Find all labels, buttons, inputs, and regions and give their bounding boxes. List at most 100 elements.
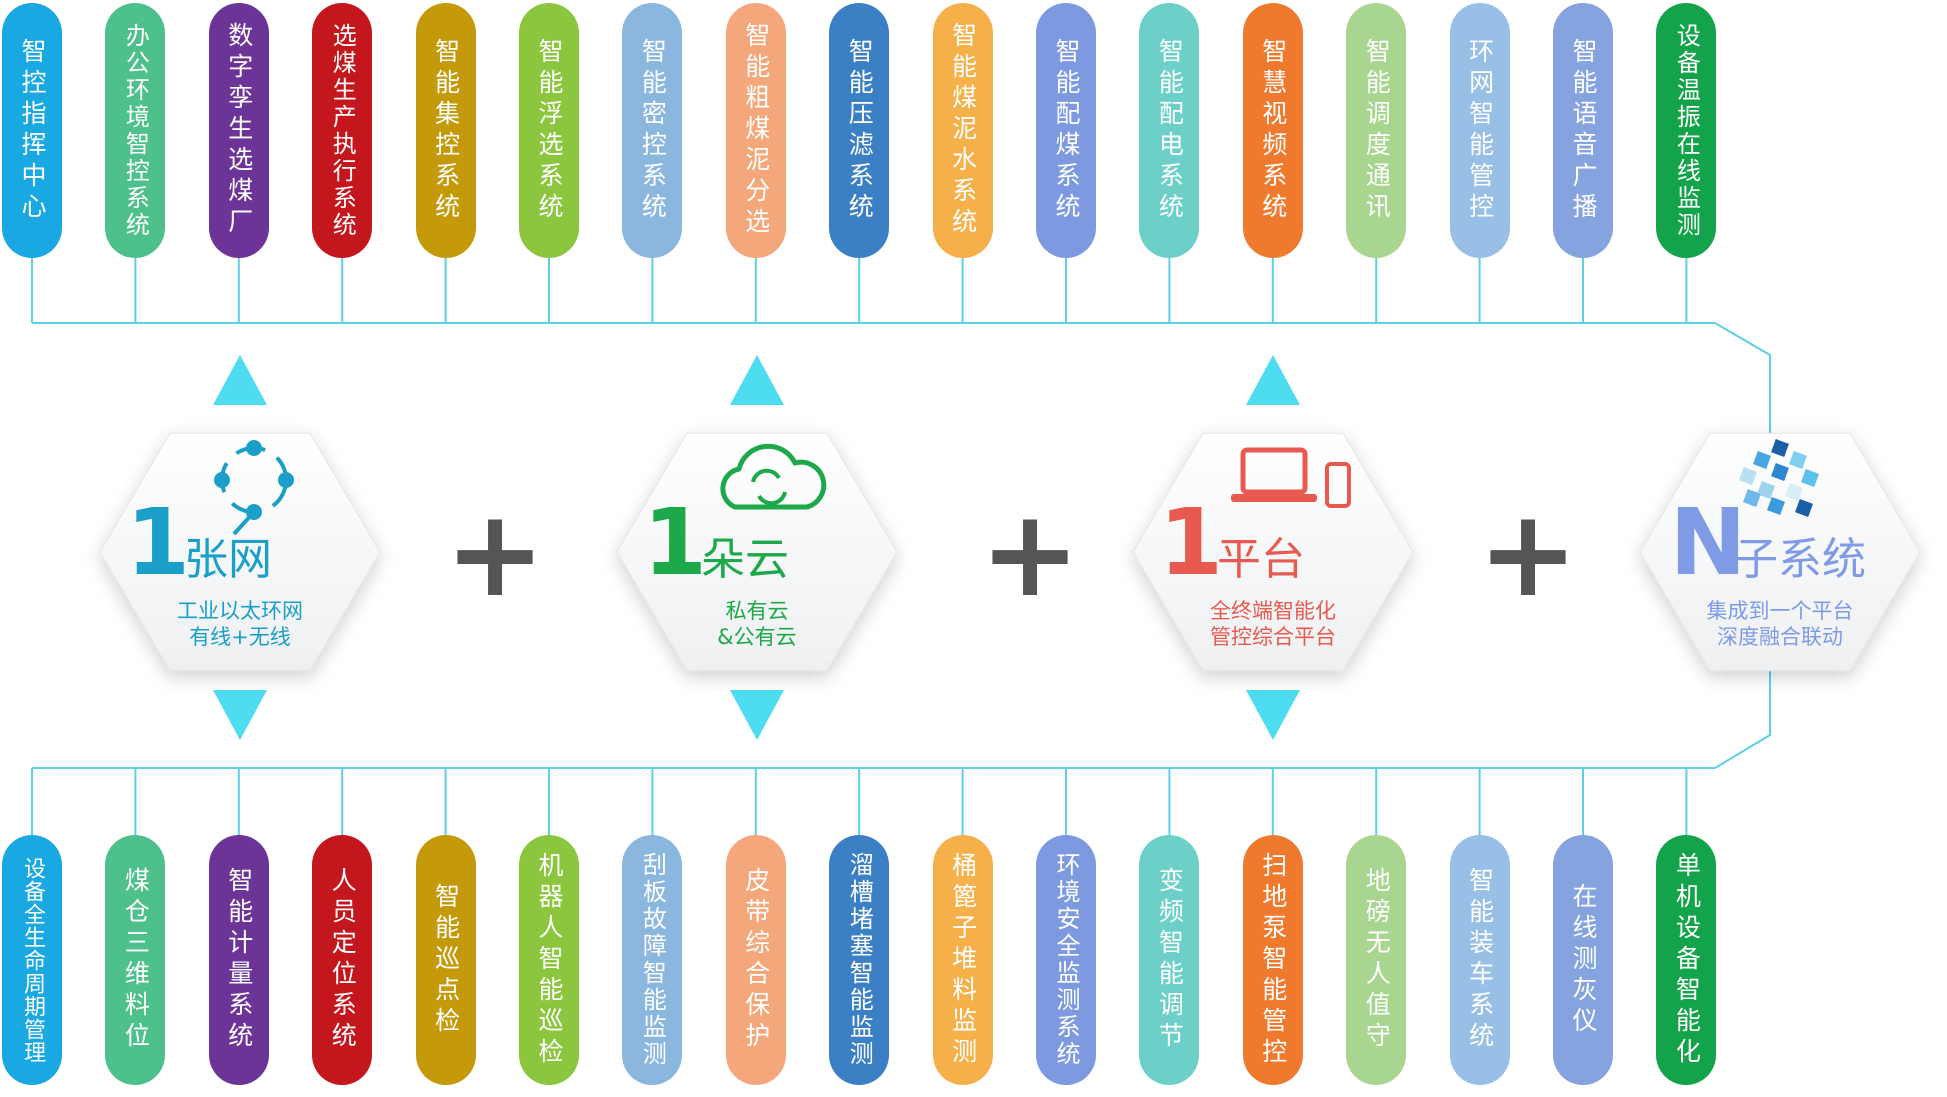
top-system-label: 选煤生产执行系统	[328, 22, 357, 239]
top-system-pill[interactable]: 智能浮选系统	[519, 3, 579, 258]
bottom-system-label: 变频智能调节	[1155, 867, 1185, 1053]
up-arrow-icon	[1246, 355, 1300, 405]
top-system-pill[interactable]: 智能压滤系统	[829, 3, 890, 258]
up-arrow-icon	[213, 355, 267, 405]
bottom-system-label: 刮板故障智能监测	[638, 852, 667, 1068]
core-numeral: 1	[643, 489, 707, 596]
plus-sign: +	[1478, 485, 1579, 624]
top-system-label: 智能语音广播	[1569, 37, 1598, 224]
bottom-system-pill[interactable]: 机器人智能巡检	[519, 835, 579, 1085]
bottom-system-label: 智能计量系统	[224, 867, 254, 1053]
top-system-label: 智能密控系统	[638, 37, 668, 224]
up-arrow-icon	[730, 355, 784, 405]
bottom-system-pill[interactable]: 煤仓三维料位	[105, 835, 166, 1085]
bottom-system-label: 设备全生命周期管理	[20, 856, 45, 1064]
top-system-pill[interactable]: 智能配煤系统	[1036, 3, 1096, 258]
core-numeral: 1	[126, 489, 190, 596]
top-system-pill[interactable]: 选煤生产执行系统	[312, 3, 373, 258]
top-system-label: 智能调度通讯	[1362, 37, 1392, 224]
bottom-system-pill[interactable]: 刮板故障智能监测	[622, 835, 683, 1085]
bottom-system-label: 机器人智能巡检	[535, 851, 564, 1069]
bottom-system-pill[interactable]: 地磅无人值守	[1346, 835, 1407, 1085]
bottom-system-pill[interactable]: 智能计量系统	[208, 835, 269, 1085]
bottom-system-pill[interactable]: 变频智能调节	[1139, 835, 1200, 1085]
core-subtitle-line1: 私有云	[726, 599, 789, 623]
bottom-system-label: 智能巡点检	[431, 882, 461, 1038]
top-system-label: 智能粗煤泥分选	[741, 22, 771, 239]
core-title: 张网	[184, 534, 272, 585]
bottom-system-pill[interactable]: 人员定位系统	[312, 835, 373, 1085]
top-system-label: 环网智能管控	[1465, 37, 1495, 224]
bottom-system-pill[interactable]: 皮带综合保护	[725, 835, 786, 1085]
down-arrow-icon	[1246, 690, 1300, 740]
top-system-pill[interactable]: 智慧视频系统	[1242, 3, 1303, 258]
top-system-pill[interactable]: 智能集控系统	[415, 3, 476, 258]
top-system-pill[interactable]: 智能密控系统	[622, 3, 683, 258]
bottom-system-pill[interactable]: 溜槽堵塞智能监测	[829, 835, 890, 1085]
top-system-label: 设备温振在线监测	[1672, 22, 1701, 239]
top-system-label: 智能集控系统	[431, 37, 461, 224]
bottom-system-label: 溜槽堵塞智能监测	[845, 852, 874, 1068]
top-system-label: 智能配煤系统	[1052, 37, 1081, 224]
bottom-system-pill[interactable]: 桶篦子堆料监测	[932, 835, 993, 1085]
plus-sign: +	[445, 485, 546, 624]
bottom-bus-line	[32, 620, 1771, 769]
bottom-system-label: 皮带综合保护	[741, 867, 771, 1053]
core-subtitle-line1: 集成到一个平台	[1707, 599, 1854, 623]
top-system-pill[interactable]: 智能调度通讯	[1346, 3, 1407, 258]
core-subtitle-line2: &公有云	[717, 625, 796, 649]
top-system-pill[interactable]: 智能煤泥水系统	[932, 3, 993, 258]
bottom-system-pill[interactable]: 智能巡点检	[415, 835, 476, 1085]
core-subtitle-line2: 管控综合平台	[1210, 625, 1336, 649]
bottom-system-label: 桶篦子堆料监测	[948, 851, 978, 1069]
top-system-label: 智慧视频系统	[1258, 37, 1288, 224]
bottom-system-label: 在线测灰仪	[1569, 882, 1598, 1038]
top-system-label: 智能压滤系统	[845, 37, 875, 224]
cloud-sync-icon	[720, 443, 827, 510]
network-nodes-icon	[214, 440, 294, 536]
top-system-label: 办公环境智控系统	[121, 22, 150, 239]
core-title: 平台	[1217, 534, 1305, 585]
top-system-pill[interactable]: 环网智能管控	[1449, 3, 1510, 258]
top-bus-line	[32, 322, 1771, 470]
top-system-label: 智能配电系统	[1155, 37, 1185, 224]
top-system-label: 智控指挥中心	[18, 37, 47, 224]
bottom-system-pill[interactable]: 智能装车系统	[1449, 835, 1510, 1085]
bottom-system-label: 智能装车系统	[1465, 867, 1495, 1053]
bottom-system-label: 扫地泵智能管控	[1258, 851, 1288, 1069]
core-title: 子系统	[1734, 534, 1866, 585]
top-system-pill[interactable]: 数字孪生选煤厂	[208, 3, 269, 258]
core-numeral: 1	[1159, 489, 1223, 596]
down-arrow-icon	[213, 690, 267, 740]
top-system-label: 智能浮选系统	[535, 37, 564, 224]
bottom-system-label: 人员定位系统	[328, 867, 358, 1053]
down-arrow-icon	[730, 690, 784, 740]
bottom-system-pill[interactable]: 环境安全监测系统	[1036, 835, 1096, 1085]
bottom-system-pill[interactable]: 在线测灰仪	[1553, 835, 1613, 1085]
top-system-pill[interactable]: 智能语音广播	[1553, 3, 1613, 258]
cubes-cluster-icon	[1739, 439, 1819, 517]
bottom-system-label: 地磅无人值守	[1362, 867, 1392, 1053]
core-subtitle-line1: 全终端智能化	[1210, 599, 1336, 623]
top-system-pill[interactable]: 设备温振在线监测	[1656, 3, 1717, 258]
bottom-system-pill[interactable]: 扫地泵智能管控	[1242, 835, 1303, 1085]
bottom-system-label: 单机设备智能化	[1672, 851, 1702, 1069]
top-system-pill[interactable]: 智能粗煤泥分选	[725, 3, 786, 258]
top-system-pill[interactable]: 办公环境智控系统	[105, 3, 166, 258]
laptop-phone-icon	[1231, 447, 1351, 508]
bottom-system-pill[interactable]: 单机设备智能化	[1656, 835, 1717, 1085]
core-subtitle-line2: 深度融合联动	[1717, 625, 1843, 649]
bottom-system-pill[interactable]: 设备全生命周期管理	[2, 835, 62, 1085]
top-system-label: 智能煤泥水系统	[948, 22, 978, 239]
top-system-pill[interactable]: 智能配电系统	[1139, 3, 1200, 258]
core-title: 朵云	[701, 534, 789, 585]
top-system-pill[interactable]: 智控指挥中心	[2, 3, 62, 258]
core-subtitle-line1: 工业以太环网	[177, 599, 303, 623]
core-numeral: N	[1670, 489, 1747, 596]
plus-sign: +	[980, 485, 1081, 624]
